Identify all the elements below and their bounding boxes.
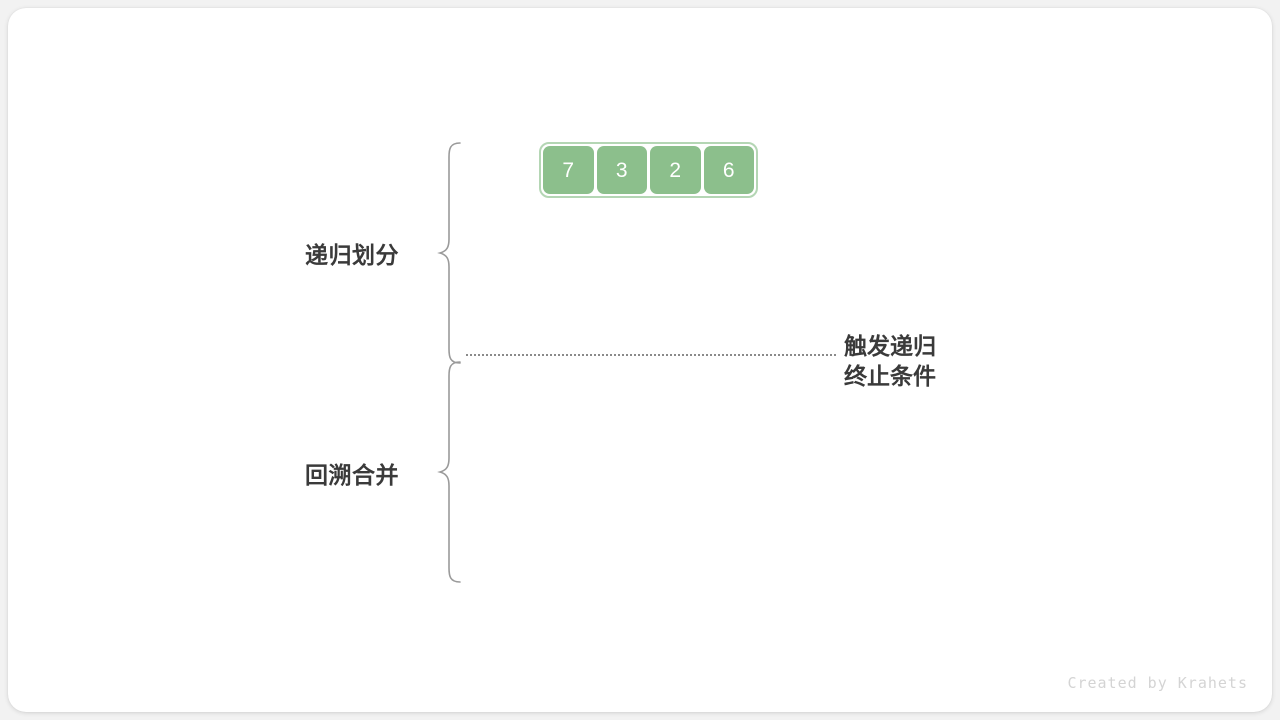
section-label-divide: 递归划分 — [305, 242, 399, 268]
phase-separator-dotted-line — [466, 354, 836, 358]
termination-annotation: 触发递归 终止条件 — [844, 331, 936, 391]
array-container: 7 3 2 6 — [539, 142, 758, 198]
brace-merge-icon — [437, 361, 461, 583]
array-cell: 6 — [703, 146, 754, 194]
termination-annotation-line2: 终止条件 — [844, 363, 936, 389]
array-cell: 7 — [543, 146, 594, 194]
termination-annotation-line1: 触发递归 — [844, 333, 936, 359]
array-cell: 3 — [596, 146, 647, 194]
section-label-merge: 回溯合并 — [305, 462, 399, 488]
diagram-canvas: 7 3 2 6 递归划分 回溯合并 触发递归 终止条件 Created by K… — [8, 8, 1272, 712]
watermark-text: Created by Krahets — [1067, 674, 1248, 692]
brace-divide-icon — [437, 142, 461, 364]
array-cell: 2 — [650, 146, 701, 194]
